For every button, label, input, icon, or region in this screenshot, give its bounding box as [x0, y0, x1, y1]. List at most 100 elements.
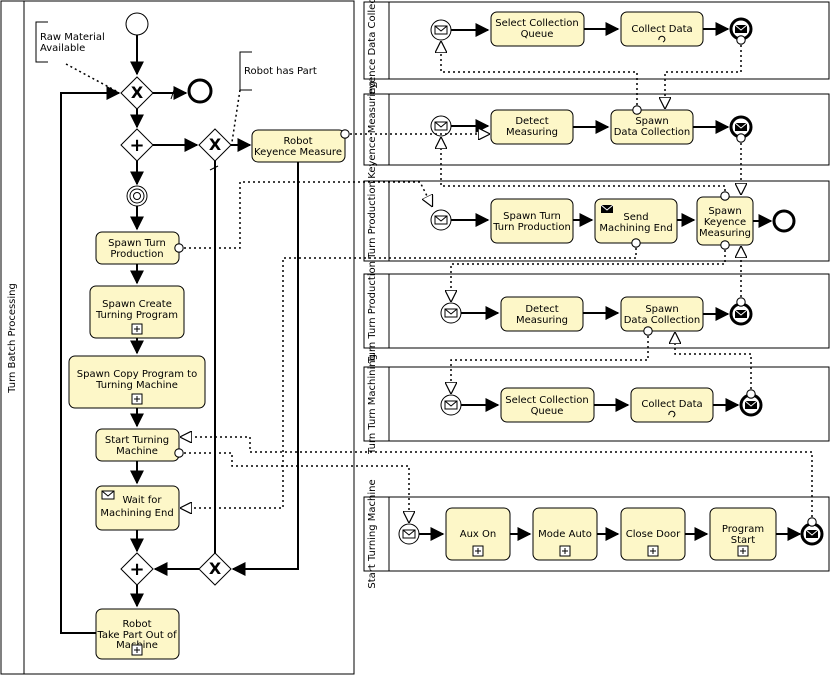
task-label: Detect	[515, 116, 548, 127]
xor-gateway-join[interactable]: X	[198, 552, 232, 586]
task-label: Collect Data	[641, 399, 702, 410]
annotation-robot-has-part: Robot has Part	[231, 51, 317, 143]
task-label: Spawn	[645, 304, 678, 315]
task-stm-mode-auto[interactable]: Mode Auto	[532, 507, 598, 561]
task-label: Machining End	[100, 508, 173, 519]
task-label: Detect	[525, 304, 558, 315]
task-label: Program	[722, 524, 764, 535]
task-spawn-turn-production[interactable]: Spawn Turn Production	[95, 231, 180, 265]
task-kdc-select-collection-queue[interactable]: Select Collection Queue	[490, 11, 585, 47]
stm-end-message-event[interactable]	[800, 522, 824, 546]
task-kdc-collect-data[interactable]: Collect Data	[620, 11, 704, 47]
km-start-message-event[interactable]	[430, 115, 452, 137]
task-label: Select Collection	[495, 18, 579, 29]
parallel-gateway-join[interactable]: +	[120, 552, 154, 586]
task-spawn-copy-program[interactable]: Spawn Copy Program to Turning Machine	[68, 355, 206, 409]
task-label: Turning Program	[95, 310, 178, 321]
task-start-turning-machine[interactable]: Start Turning Machine	[95, 428, 180, 462]
task-label: Robot	[122, 619, 151, 630]
task-label: Select Collection	[505, 395, 589, 406]
pool-label: Turn Production	[367, 181, 378, 260]
kdc-end-message-event[interactable]	[729, 17, 753, 41]
task-label: Start	[731, 535, 756, 546]
task-tp-spawn-turn-turn-production[interactable]: Spawn Turn Turn Production	[490, 198, 574, 244]
task-wait-for-machining-end[interactable]: Wait for Machining End	[95, 485, 180, 531]
task-label: Queue	[531, 406, 564, 417]
task-label: Spawn	[708, 206, 741, 217]
task-label: Measuring	[516, 315, 568, 326]
task-stm-program-start[interactable]: Program Start	[709, 507, 777, 561]
task-label: Spawn Create	[102, 299, 172, 310]
km-end-message-event[interactable]	[729, 115, 753, 139]
task-tp-send-machining-end[interactable]: Send Machining End	[594, 198, 678, 244]
annotation-raw-material: Raw Material Available	[35, 21, 119, 93]
gateway-x-icon: X	[209, 559, 222, 578]
pool-label: Keyence Measuring	[367, 81, 378, 178]
task-robot-keyence-measure[interactable]: Robot Keyence Measure	[251, 129, 346, 163]
task-label: Machining End	[599, 223, 672, 234]
task-label: Measuring	[699, 228, 751, 239]
task-label: Spawn Turn	[108, 238, 166, 249]
annotation-line: Robot has Part	[244, 66, 317, 77]
annotation-line: Raw Material	[40, 32, 105, 43]
pool-label: Keyence Data Collection	[367, 0, 378, 101]
xor-gateway-robot[interactable]: X	[198, 128, 232, 162]
kdc-start-message-event[interactable]	[430, 19, 452, 41]
ttp-end-message-event[interactable]	[729, 302, 753, 326]
gateway-x-icon: X	[131, 83, 144, 102]
task-label: Measuring	[506, 127, 558, 138]
task-label: Wait for	[122, 495, 162, 506]
ttm-end-message-event[interactable]	[739, 393, 763, 417]
tp-end-event[interactable]	[772, 209, 796, 233]
task-label: Spawn Turn	[503, 211, 561, 222]
envelope-filled-icon	[601, 205, 613, 213]
tp-start-message-event[interactable]	[430, 209, 452, 231]
task-ttm-select-collection-queue[interactable]: Select Collection Queue	[500, 387, 595, 423]
pool-keyence-data-collection: Keyence Data Collection	[363, 0, 830, 101]
pool-label: Turn Turn Production	[367, 261, 378, 364]
task-ttm-collect-data[interactable]: Collect Data	[630, 387, 714, 423]
ttm-start-message-event[interactable]	[440, 394, 462, 416]
task-label: Production	[110, 249, 163, 260]
pool-label: Start Turning Machine	[367, 479, 378, 588]
task-km-spawn-data-collection[interactable]: Spawn Data Collection	[610, 109, 694, 145]
gateway-plus-icon: +	[129, 135, 144, 156]
gateway-x-icon: X	[209, 135, 222, 154]
task-label: Data Collection	[624, 315, 701, 326]
gateway-plus-icon: +	[129, 559, 144, 580]
task-label: Robot	[283, 136, 312, 147]
intermediate-event-condition[interactable]	[126, 185, 148, 207]
task-label: Data Collection	[614, 127, 691, 138]
task-stm-aux-on[interactable]: Aux On	[445, 507, 511, 561]
pool-label: Turn Turn Machining	[367, 354, 378, 455]
task-label: Aux On	[460, 529, 496, 540]
loop-icon	[668, 410, 676, 418]
ttp-start-message-event[interactable]	[440, 302, 462, 324]
task-label: Turning Machine	[95, 380, 178, 391]
task-stm-close-door[interactable]: Close Door	[620, 507, 686, 561]
task-tp-spawn-keyence-measuring[interactable]: Spawn Keyence Measuring	[696, 196, 754, 246]
task-label: Keyence	[704, 217, 746, 228]
task-label: Queue	[521, 29, 554, 40]
task-label: Send	[623, 212, 648, 223]
task-label: Start Turning	[105, 435, 169, 446]
task-label: Take Part Out of	[96, 630, 177, 641]
task-km-detect-measuring[interactable]: Detect Measuring	[490, 109, 574, 145]
stm-start-message-event[interactable]	[398, 523, 420, 545]
task-ttp-spawn-data-collection[interactable]: Spawn Data Collection	[620, 296, 704, 332]
task-label: Close Door	[626, 529, 681, 540]
annotation-line: Available	[40, 43, 85, 54]
task-label: Machine	[116, 446, 158, 457]
end-event-main[interactable]	[187, 78, 213, 104]
task-label: Collect Data	[631, 24, 692, 35]
task-ttp-detect-measuring[interactable]: Detect Measuring	[500, 296, 584, 332]
start-event[interactable]	[125, 12, 149, 36]
task-label: Spawn Copy Program to	[77, 369, 197, 380]
task-robot-take-part-out[interactable]: Robot Take Part Out of Machine	[95, 608, 180, 660]
envelope-icon	[101, 490, 115, 500]
task-spawn-create-turning-program[interactable]: Spawn Create Turning Program	[89, 285, 185, 339]
task-label: Mode Auto	[538, 529, 592, 540]
task-label: Turn Production	[492, 222, 571, 233]
pool-label: Turn Batch Processing	[7, 283, 18, 394]
